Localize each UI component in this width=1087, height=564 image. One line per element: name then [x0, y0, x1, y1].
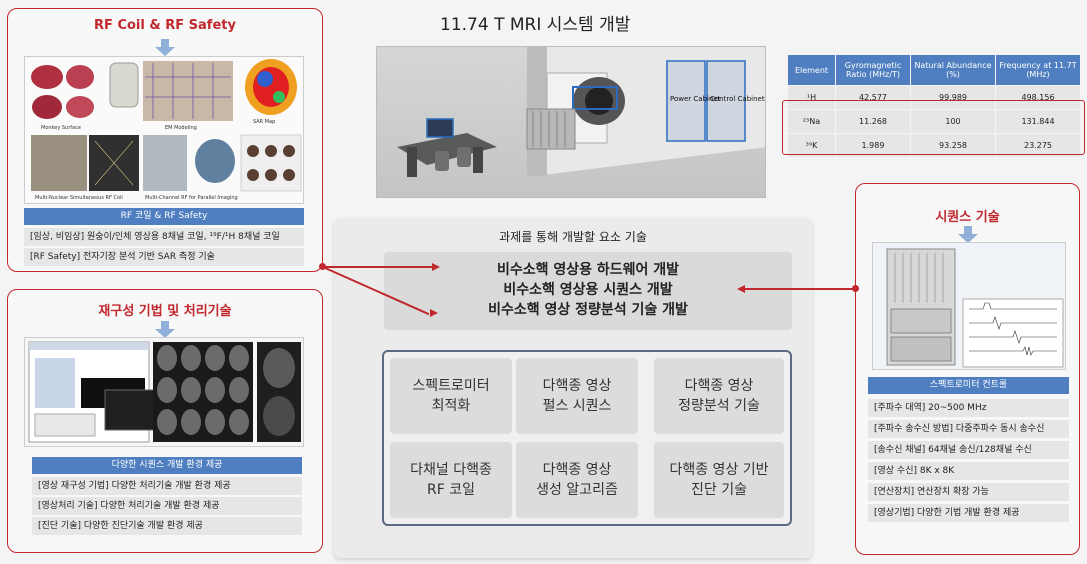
- table-header: Gyromagnetic Ratio (MHz/T): [836, 55, 910, 85]
- table-header: Element: [788, 55, 835, 85]
- rf-coil-collage: SAR Map Monkey Surface EM Modeling Multi…: [25, 57, 303, 203]
- mri-system-render: Power Cabinet Control Cabinet: [376, 46, 766, 198]
- recon-item-processing: [영상처리 기술] 다양한 처리기술 개발 환경 제공: [32, 497, 302, 515]
- table-cell: 99.989: [911, 86, 995, 109]
- multi-channel-label: Multi-Channel RF for Parallel Imaging: [145, 195, 238, 201]
- control-cabinet-label: Control Cabinet: [710, 95, 765, 103]
- connector-dot-left: [319, 263, 326, 270]
- table-header: Natural Abundance (%): [911, 55, 995, 85]
- connector-dot-right: [852, 285, 859, 292]
- tech-diagnosis: 다핵종 영상 기반 진단 기술: [654, 442, 784, 518]
- table-cell: 93.258: [911, 134, 995, 157]
- table-row: ¹H 42.577 99.989 498.156: [788, 86, 1080, 109]
- table-header: Frequency at 11.7T (MHz): [996, 55, 1080, 85]
- spectrometer-illustration: [873, 243, 1065, 369]
- tech-grid: 스펙트로미터 최적화 다핵종 영상 펄스 시퀀스 다핵종 영상 정량분석 기술 …: [382, 350, 792, 526]
- arrow-head-right: [737, 285, 745, 293]
- spectrometer-image: [872, 242, 1066, 370]
- multi-nuclear-label: Multi-Nuclear Simultaneous RF Coil: [35, 195, 123, 201]
- table-cell: 11.268: [836, 110, 910, 133]
- monkey-surface-label: Monkey Surface: [41, 125, 81, 131]
- table-cell: 42.577: [836, 86, 910, 109]
- arrow-head-left-bottom: [430, 309, 438, 317]
- sar-map-label: SAR Map: [253, 119, 275, 125]
- recon-item-reconstruction: [영상 재구성 기법] 다양한 처리기술 개발 환경 제공: [32, 477, 302, 495]
- recon-item-diagnosis: [진단 기술] 다양한 진단기술 개발 환경 제공: [32, 517, 302, 535]
- connector-line-left-top: [323, 266, 433, 268]
- sequence-item-method: [주파수 송수신 방법] 다중주파수 동시 송수신: [868, 420, 1069, 438]
- mri-system-illustration: Power Cabinet Control Cabinet: [377, 47, 765, 197]
- table-cell: 131.844: [996, 110, 1080, 133]
- goal-hardware: 비수소핵 영상용 하드웨어 개발: [496, 262, 680, 278]
- arrow-head-left-top: [432, 263, 440, 271]
- rf-coil-panel: RF Coil & RF Safety SAR Map Monkey Surfa…: [7, 8, 323, 272]
- goal-sequence: 비수소핵 영상용 시퀀스 개발: [503, 282, 673, 298]
- rf-panel-title: RF Coil & RF Safety: [94, 18, 236, 33]
- core-title: 과제를 통해 개발할 요소 기술: [499, 230, 647, 244]
- table-row: ²³Na 11.268 100 131.844: [788, 110, 1080, 133]
- recon-software-screens: [25, 338, 303, 446]
- goal-quantification: 비수소핵 영상 정량분석 기술 개발: [488, 302, 688, 318]
- tech-generation-algorithm: 다핵종 영상 생성 알고리즘: [516, 442, 638, 518]
- sequence-item-frequency: [주파수 대역] 20~500 MHz: [868, 399, 1069, 417]
- sequence-item-channel: [송수신 채널] 64채널 송신/128채널 수신: [868, 441, 1069, 459]
- table-row: ³⁹K 1.989 93.258 23.275: [788, 134, 1080, 157]
- connector-line-right: [744, 288, 854, 290]
- tech-pulse-sequence: 다핵종 영상 펄스 시퀀스: [516, 358, 638, 434]
- core-goals: 비수소핵 영상용 하드웨어 개발 비수소핵 영상용 시퀀스 개발 비수소핵 영상…: [384, 252, 792, 330]
- tech-rf-coil: 다채널 다핵종 RF 코일: [390, 442, 512, 518]
- table-cell: 1.989: [836, 134, 910, 157]
- recon-caption: 다양한 시퀀스 개발 환경 제공: [32, 457, 302, 474]
- table-cell: 23.275: [996, 134, 1080, 157]
- rf-item-clinical: [임상, 비임상] 원숭이/인체 영상용 8채널 코일, ¹⁹F/¹H 8채널 …: [24, 228, 304, 246]
- recon-image: [24, 337, 304, 447]
- sequence-item-image: [영상 수신] 8K x 8K: [868, 462, 1069, 480]
- table-cell: ¹H: [788, 86, 835, 109]
- sequence-item-technique: [영상기법] 다양한 기법 개발 환경 제공: [868, 504, 1069, 522]
- table-cell: ³⁹K: [788, 134, 835, 157]
- sequence-panel-title: 시퀀스 기술: [935, 210, 1000, 225]
- sequence-caption: 스펙트로미터 컨트롤: [868, 377, 1069, 394]
- tech-quantification: 다핵종 영상 정량분석 기술: [654, 358, 784, 434]
- power-cabinet-label: Power Cabinet: [670, 95, 721, 103]
- rf-caption: RF 코일 & RF Safety: [24, 208, 304, 225]
- rf-coil-image: SAR Map Monkey Surface EM Modeling Multi…: [24, 56, 304, 204]
- rf-item-safety: [RF Safety] 전자기장 분석 기반 SAR 측정 기술: [24, 248, 304, 266]
- recon-panel: 재구성 기법 및 처리기술 다양한 시퀀스 개발 환경 제공 [영상 재구성 기…: [7, 289, 323, 553]
- table-cell: 100: [911, 110, 995, 133]
- em-modeling-label: EM Modeling: [165, 125, 197, 131]
- table-cell: ²³Na: [788, 110, 835, 133]
- sequence-panel: 시퀀스 기술 스펙트로미터 컨트롤 [주파수 대역] 20~500 MHz [주…: [855, 183, 1080, 555]
- nucleus-table: Element Gyromagnetic Ratio (MHz/T) Natur…: [787, 54, 1081, 158]
- table-header-row: Element Gyromagnetic Ratio (MHz/T) Natur…: [788, 55, 1080, 85]
- table-highlight-box: [782, 100, 1085, 155]
- system-title: 11.74 T MRI 시스템 개발: [440, 15, 631, 35]
- recon-panel-title: 재구성 기법 및 처리기술: [98, 304, 232, 319]
- core-technology-box: 과제를 통해 개발할 요소 기술 비수소핵 영상용 하드웨어 개발 비수소핵 영…: [334, 218, 812, 558]
- table-cell: 498.156: [996, 86, 1080, 109]
- tech-spectrometer-optimization: 스펙트로미터 최적화: [390, 358, 512, 434]
- sequence-item-compute: [연산장치] 연산장치 확장 가능: [868, 483, 1069, 501]
